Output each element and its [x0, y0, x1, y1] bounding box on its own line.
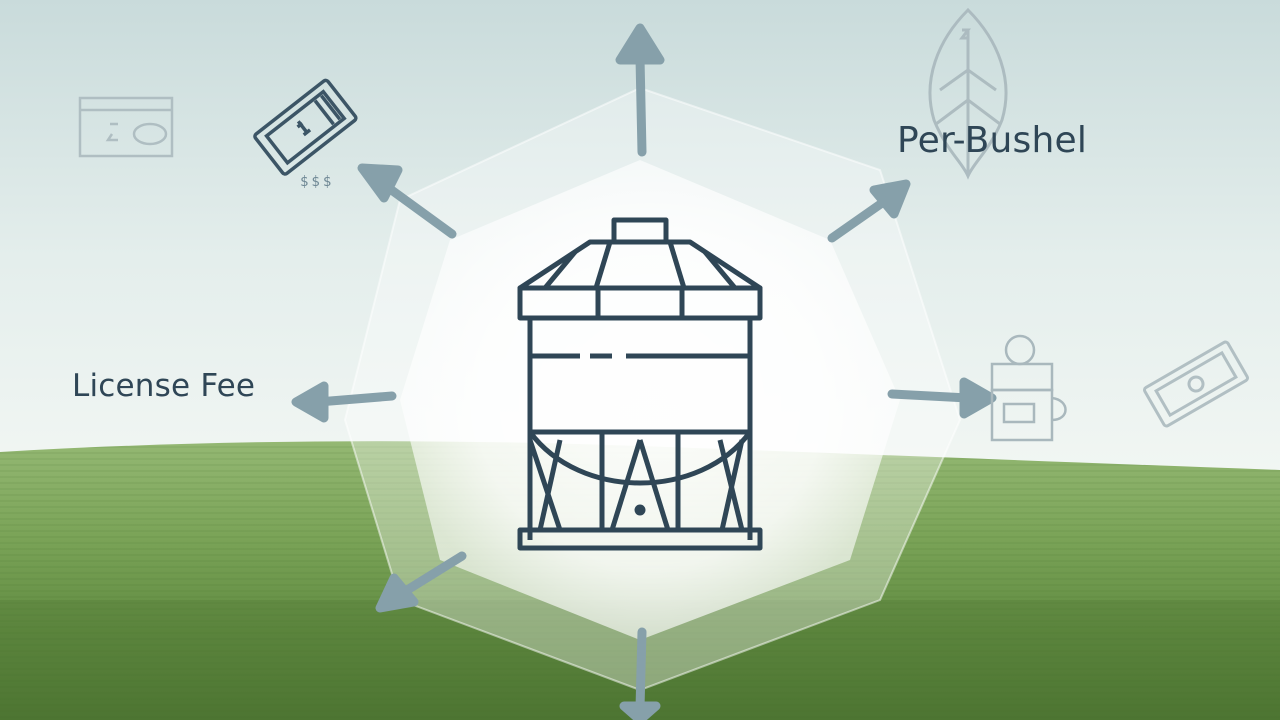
leaf-dollar-icon [928, 7, 1008, 180]
arrow-upper-left [357, 163, 457, 239]
per-bushel-label: Per-Bushel [897, 120, 1088, 161]
arrow-lower-left [375, 551, 467, 613]
arrows [291, 23, 997, 720]
inner-heptagon-shape [400, 160, 900, 640]
arrow-right [887, 377, 997, 419]
dollar-ticket-icon [253, 78, 358, 176]
license-fee-label: License Fee [72, 368, 256, 404]
dollar-bill-icon [1143, 340, 1249, 428]
cash-register-icon [990, 334, 1067, 442]
money-receipt-icon [78, 96, 174, 158]
arrow-down [619, 627, 661, 720]
arrow-upper-right [827, 179, 911, 243]
ticket-caption: $$$ [300, 174, 334, 190]
arrow-up [615, 23, 665, 157]
arrow-left [291, 381, 397, 423]
storage-silo-icon [517, 217, 763, 551]
